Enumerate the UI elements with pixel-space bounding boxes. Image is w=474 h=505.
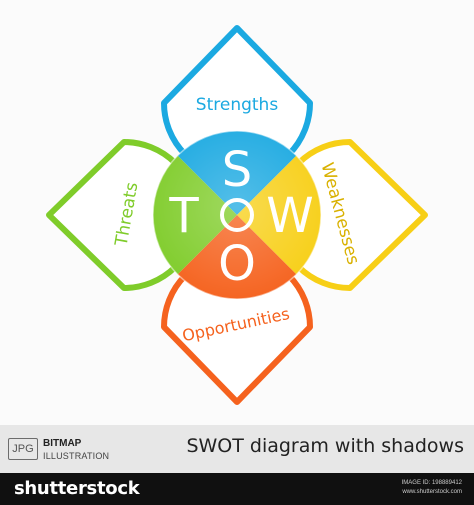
kind-label: ILLUSTRATION [43,451,110,461]
letter-s: S [222,142,252,198]
file-type-badge: JPG [8,438,38,460]
hub-gloss [153,131,321,299]
letter-w: W [266,188,313,244]
center-ring [220,198,254,232]
format-label: BITMAP [43,438,82,449]
brand-logo: shutterstock [14,478,140,499]
info-bar: JPG BITMAP ILLUSTRATION SWOT diagram wit… [0,425,474,473]
image-title: SWOT diagram with shadows [186,435,464,457]
swot-diagram: S W O T Strengths Weaknesses Opportuniti… [46,25,428,405]
label-strengths: Strengths [196,95,279,115]
footer: shutterstock IMAGE ID: 198889412 www.shu… [0,473,474,505]
hub-rim [152,130,322,300]
letter-o: O [218,236,256,292]
image-id: IMAGE ID: 198889412 [401,480,462,486]
site-url: www.shutterstock.com [402,489,462,495]
letter-t: T [168,188,199,244]
diagram-canvas: S W O T Strengths Weaknesses Opportuniti… [46,25,428,405]
